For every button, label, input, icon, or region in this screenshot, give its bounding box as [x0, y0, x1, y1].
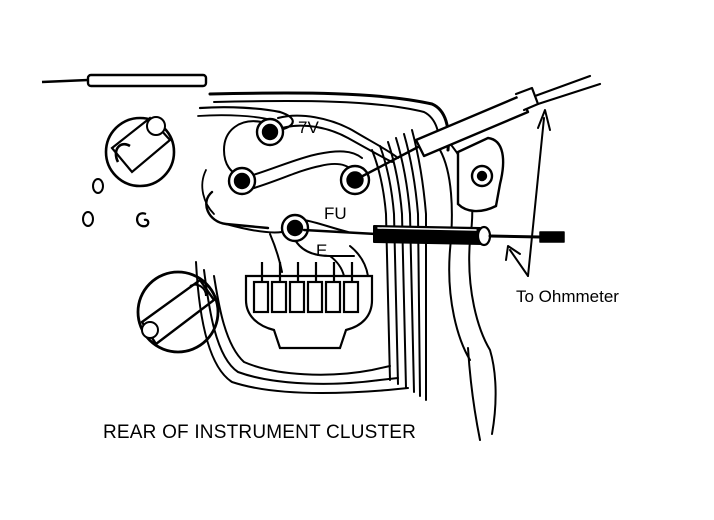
ohmmeter-callout: To Ohmmeter [516, 287, 619, 306]
terminal-7v-screw [255, 117, 285, 147]
cluster-top-rod [41, 73, 208, 88]
terminal-e-screw [280, 213, 310, 243]
terminal-7v-label: 7V [298, 118, 319, 137]
terminal-e-label: E [316, 241, 327, 260]
callout-arrows [505, 109, 551, 277]
diagram-caption: REAR OF INSTRUMENT CLUSTER [103, 422, 416, 443]
cluster-housing [197, 91, 450, 230]
probe-upper [353, 74, 602, 182]
mounting-holes [82, 178, 150, 228]
terminal-left-screw [227, 166, 257, 196]
probe-lower [302, 225, 565, 247]
terminal-fu-label: FU [324, 204, 347, 223]
bulb-socket-upper [104, 116, 176, 188]
mounting-bracket [456, 136, 505, 213]
connector-block [244, 262, 374, 350]
circuit-traces [195, 114, 497, 441]
